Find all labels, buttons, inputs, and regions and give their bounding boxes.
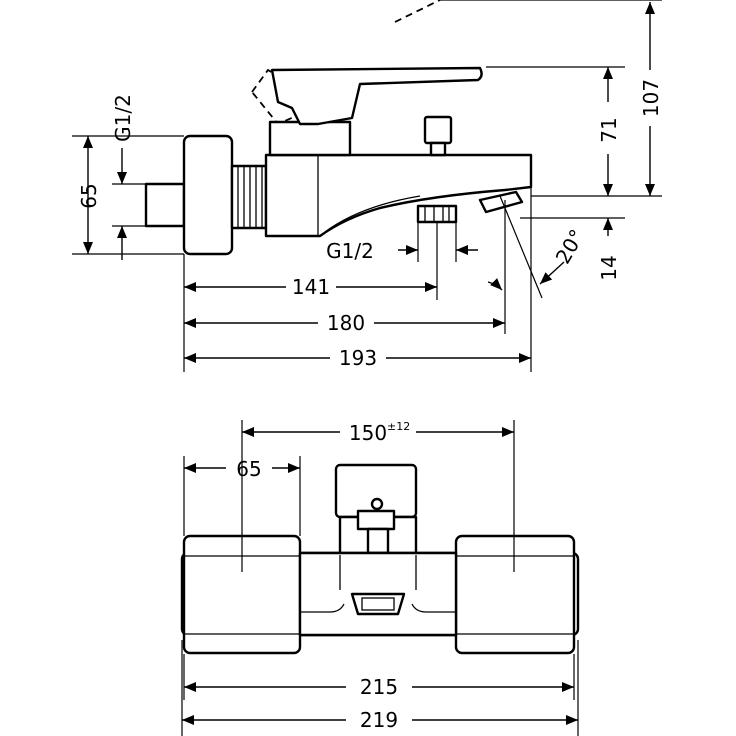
dim-141-label: 141 [292, 275, 330, 299]
dim-65-height-label: 65 [77, 183, 101, 208]
dim-65-width-label: 65 [236, 457, 261, 481]
dim-219-label: 219 [360, 708, 398, 732]
thread-bottom-label: G1/2 [326, 239, 374, 263]
dim-193-label: 193 [339, 346, 377, 370]
dim-107-label: 107 [639, 79, 663, 117]
mixer-body [264, 153, 533, 238]
dim-150-label: 150 [349, 421, 387, 445]
inlet-pipe [144, 182, 186, 228]
top-view: 150 ±12 65 215 219 [180, 420, 580, 736]
dim-14-label: 14 [597, 255, 621, 280]
angle-label: 20° [551, 225, 590, 268]
thread-left-label: G1/2 [111, 94, 135, 142]
spout-aerator [478, 190, 524, 214]
top-outlet [350, 592, 406, 616]
dim-150-tolerance: ±12 [387, 420, 410, 433]
diverter-stem [429, 141, 447, 157]
cartridge-block [268, 120, 352, 157]
hex-nut [230, 164, 268, 230]
escutcheon-right [454, 534, 576, 655]
lever-handle [270, 66, 483, 126]
hand-shower-outlet [416, 204, 458, 224]
top-diverter-stem [366, 527, 390, 555]
top-diverter [356, 509, 396, 531]
diverter-knob [423, 115, 453, 145]
dim-215-label: 215 [360, 675, 398, 699]
wall-escutcheon [182, 134, 234, 256]
dim-71-label: 71 [597, 117, 621, 142]
hose-dashed-line [394, 0, 441, 23]
side-view: 65 G1/2 G1/2 141 180 193 20° 71 107 [72, 0, 663, 372]
dim-180-label: 180 [327, 311, 365, 335]
top-diverter-knob [370, 497, 384, 511]
